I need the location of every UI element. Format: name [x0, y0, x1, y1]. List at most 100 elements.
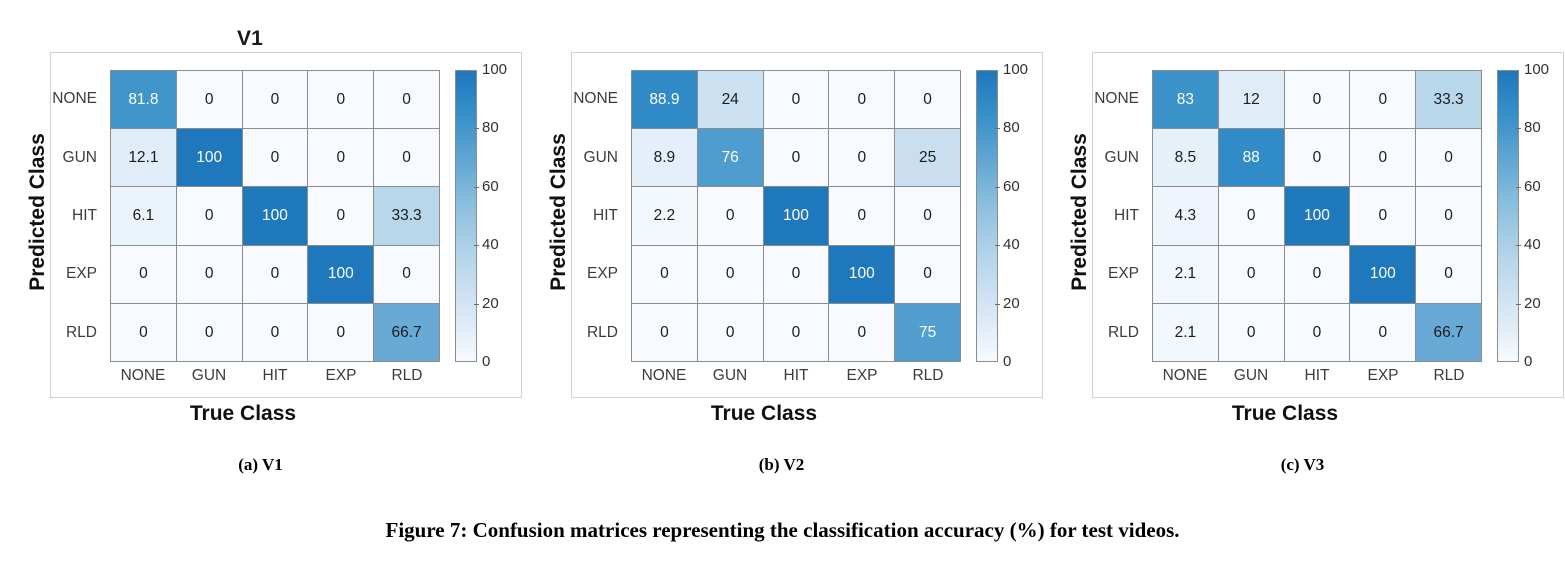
colorbar-tick-mark — [995, 128, 1000, 130]
x-axis-label: True Class — [189, 402, 297, 425]
matrix-cell: 0 — [763, 71, 829, 129]
colorbar-tick-mark — [1516, 245, 1521, 247]
panel-subcaption: (b) V2 — [758, 455, 805, 474]
colorbar-tick-mark — [1516, 186, 1521, 188]
y-tick-label: HIT — [72, 207, 97, 225]
matrix-cell: 0 — [763, 245, 829, 303]
matrix-cell: 0 — [308, 187, 374, 245]
matrix-cell: 0 — [308, 303, 374, 361]
matrix-cell: 0 — [308, 71, 374, 129]
matrix-cell: 0 — [632, 245, 697, 303]
x-tick-label: RLD — [1433, 367, 1465, 384]
matrix-cell: 0 — [242, 129, 308, 187]
matrix-cell: 100 — [829, 245, 895, 303]
colorbar-tick-label: 40 — [1003, 236, 1020, 254]
colorbar-tick-mark — [995, 303, 1000, 305]
matrix-cell: 0 — [176, 245, 242, 303]
colorbar-tick-label: 80 — [482, 119, 499, 137]
matrix-cell: 83 — [1153, 71, 1218, 129]
colorbar-tick-label: 20 — [482, 294, 499, 312]
matrix-cell: 6.1 — [111, 187, 176, 245]
matrix-cell: 0 — [1350, 129, 1416, 187]
matrix-cell: 0 — [1218, 303, 1284, 361]
y-tick-label: HIT — [1114, 207, 1139, 225]
x-tick-label: RLD — [912, 367, 944, 384]
x-tick-label: EXP — [1367, 367, 1399, 384]
x-axis-label: True Class — [1231, 402, 1339, 425]
matrix-cell: 76 — [697, 129, 763, 187]
colorbar-tick-label: 0 — [1003, 353, 1012, 370]
x-tick-label: HIT — [1304, 367, 1330, 384]
matrix-cell: 88.9 — [632, 71, 697, 129]
x-tick-label: NONE — [120, 367, 166, 384]
matrix-cell: 100 — [308, 245, 374, 303]
x-tick-label: NONE — [1162, 367, 1208, 384]
matrix-cell: 0 — [1350, 187, 1416, 245]
x-tick-label: GUN — [191, 367, 227, 384]
matrix-cell: 0 — [176, 187, 242, 245]
matrix-cell: 12 — [1218, 71, 1284, 129]
colorbar — [976, 70, 998, 362]
y-tick-label: EXP — [586, 265, 618, 283]
matrix-cell: 0 — [1416, 245, 1481, 303]
y-tick-label: GUN — [583, 148, 618, 166]
matrix-cell: 0 — [829, 129, 895, 187]
y-tick-label: RLD — [1107, 323, 1139, 341]
x-tick-label: HIT — [262, 367, 288, 384]
matrix-cell: 0 — [1218, 245, 1284, 303]
matrix-cell: 12.1 — [111, 129, 176, 187]
colorbar-tick-label: 60 — [1003, 177, 1020, 195]
matrix-cell: 0 — [1350, 303, 1416, 361]
colorbar-tick-label: 100 — [1003, 61, 1029, 78]
matrix-cell: 88 — [1218, 129, 1284, 187]
matrix-cell: 25 — [895, 129, 960, 187]
matrix-cell: 0 — [176, 71, 242, 129]
colorbar-tick-mark — [474, 303, 479, 305]
matrix-cell: 2.2 — [632, 187, 697, 245]
matrix-cell: 0 — [111, 303, 176, 361]
matrix-cell: 0 — [374, 245, 439, 303]
panel-title: V1 — [236, 27, 264, 50]
matrix-cell: 100 — [176, 129, 242, 187]
matrix-cell: 0 — [763, 129, 829, 187]
y-axis-label: Predicted Class — [547, 133, 570, 291]
x-tick-label: HIT — [783, 367, 809, 384]
matrix-cell: 0 — [829, 303, 895, 361]
matrix-cell: 66.7 — [374, 303, 439, 361]
colorbar-tick-label: 0 — [1524, 353, 1533, 370]
colorbar-tick-label: 60 — [482, 177, 499, 195]
figure-caption: Figure 7: Confusion matrices representin… — [385, 518, 1180, 542]
matrix-cell: 100 — [1350, 245, 1416, 303]
matrix-cell: 0 — [242, 303, 308, 361]
matrix-cell: 0 — [697, 187, 763, 245]
colorbar-tick-label: 80 — [1524, 119, 1541, 137]
matrix-cell: 0 — [632, 303, 697, 361]
colorbar-tick-mark — [474, 128, 479, 130]
matrix-cell: 0 — [895, 187, 960, 245]
matrix-cell: 0 — [829, 71, 895, 129]
matrix-cell: 0 — [829, 187, 895, 245]
x-tick-label: RLD — [391, 367, 423, 384]
matrix-cell: 0 — [1284, 129, 1350, 187]
colorbar — [455, 70, 477, 362]
matrix-cell: 0 — [697, 303, 763, 361]
y-tick-label: HIT — [593, 207, 618, 225]
matrix-cell: 0 — [1416, 129, 1481, 187]
matrix-cell: 0 — [111, 245, 176, 303]
subcaption-row: (a) V1(b) V2(c) V3 — [0, 455, 1565, 489]
matrix-cell: 24 — [697, 71, 763, 129]
matrix-cell: 66.7 — [1416, 303, 1481, 361]
colorbar-tick-label: 80 — [1003, 119, 1020, 137]
